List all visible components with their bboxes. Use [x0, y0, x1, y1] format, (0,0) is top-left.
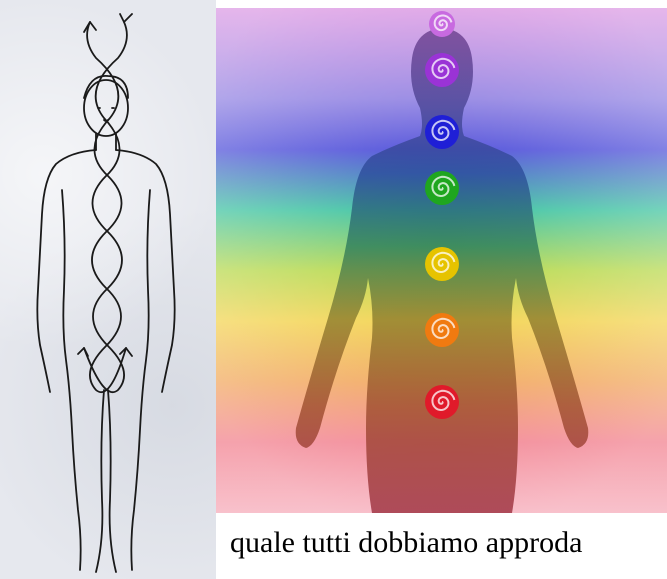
- chakra-root: [425, 385, 459, 419]
- inner-leg-left: [96, 390, 104, 572]
- helix-figure-illustration: [0, 0, 216, 579]
- head-outline: [84, 80, 128, 136]
- down-arrow-icon: [78, 348, 88, 356]
- left-body-outline: [62, 190, 81, 570]
- right-body-outline: [131, 190, 150, 570]
- chakra-throat: [425, 115, 459, 149]
- helix-figure-drawing: [0, 0, 216, 579]
- chakra-heart: [425, 171, 459, 205]
- chakra-sacral: [425, 313, 459, 347]
- chakra-third-eye: [425, 53, 459, 87]
- caption-text: quale tutti dobbiamo approda: [230, 525, 667, 575]
- inner-leg-right: [108, 390, 116, 572]
- fork-arrow-icon: [120, 14, 132, 22]
- chakra-solar-plexus: [425, 247, 459, 281]
- chakra-aura-illustration: [216, 8, 667, 513]
- up-arrow-icon: [84, 22, 96, 32]
- right-arm-outline: [116, 150, 175, 392]
- fork-down-arrow-icon: [120, 348, 132, 356]
- chakra-crown: [429, 11, 455, 37]
- chakra-aura-drawing: [216, 8, 667, 513]
